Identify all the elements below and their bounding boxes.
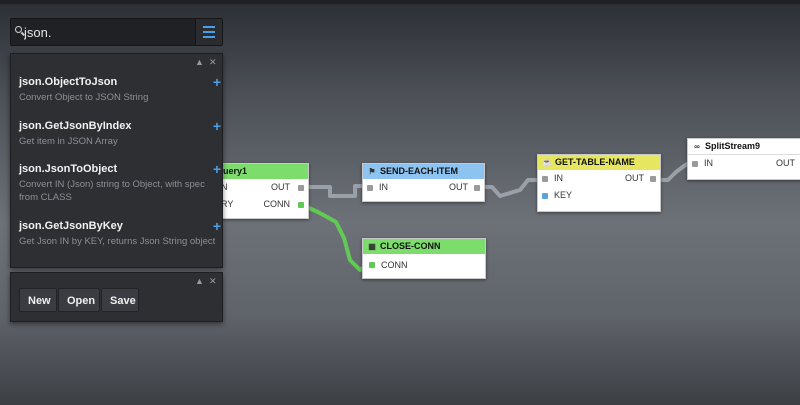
node-query-conn-label: CONN xyxy=(263,199,291,209)
plus-icon[interactable]: + xyxy=(212,74,221,90)
plus-icon[interactable]: + xyxy=(212,218,221,234)
wire-send-each-item-to-get-table-name xyxy=(481,178,541,198)
node-get-table-name-in-port[interactable] xyxy=(542,176,548,182)
save-button[interactable]: Save xyxy=(101,288,139,312)
node-split-stream-header: ∞ SplitStream9 xyxy=(688,139,800,155)
new-button[interactable]: New xyxy=(19,288,57,312)
cup-icon: ☕ xyxy=(542,158,552,167)
table-icon: ▦ xyxy=(368,242,376,251)
function-name: json.ObjectToJson xyxy=(19,76,118,88)
list-item[interactable]: json.GetJsonByKey Get Json IN by KEY, re… xyxy=(19,218,221,248)
menu-button[interactable] xyxy=(195,19,222,45)
node-get-table-name-key-label: KEY xyxy=(554,190,573,200)
node-get-table-name[interactable]: ☕ GET-TABLE-NAME IN OUT KEY xyxy=(537,154,661,212)
node-query-title: uery1 xyxy=(223,166,248,176)
pin-icon[interactable]: ▲ xyxy=(195,276,204,286)
function-list-panel: ▲ ✕ json.ObjectToJson Convert Object to … xyxy=(10,53,223,268)
node-send-each-item-out-label: OUT xyxy=(449,182,468,192)
menu-icon-bar xyxy=(203,36,215,38)
open-button[interactable]: Open xyxy=(58,288,100,312)
node-send-each-item-out-port[interactable] xyxy=(474,185,480,191)
node-query-header: uery1 xyxy=(219,164,308,179)
node-query-in2-label: RY xyxy=(221,199,234,209)
function-name: json.GetJsonByIndex xyxy=(19,120,132,132)
list-item[interactable]: json.GetJsonByIndex Get item in JSON Arr… xyxy=(19,118,221,148)
search-input[interactable] xyxy=(24,22,189,42)
node-send-each-item-in-port[interactable] xyxy=(367,185,373,191)
search-bar xyxy=(10,18,223,46)
node-get-table-name-out-port[interactable] xyxy=(650,176,656,182)
node-query-in-label: N xyxy=(221,182,228,192)
node-close-conn-conn-port[interactable] xyxy=(369,262,375,268)
node-close-conn-header: ▦ CLOSE-CONN xyxy=(363,239,485,254)
node-send-each-item-header: ⚑ SEND-EACH-ITEM xyxy=(363,164,484,179)
node-close-conn[interactable]: ▦ CLOSE-CONN CONN xyxy=(362,238,486,279)
close-icon[interactable]: ✕ xyxy=(209,57,217,67)
node-get-table-name-in-label: IN xyxy=(554,173,563,183)
node-send-each-item-in-label: IN xyxy=(379,182,388,192)
function-description: Get Json IN by KEY, returns Json String … xyxy=(19,236,216,247)
node-close-conn-title: CLOSE-CONN xyxy=(380,241,441,251)
node-split-stream-out-label: OUT xyxy=(776,158,795,168)
node-get-table-name-header: ☕ GET-TABLE-NAME xyxy=(538,155,660,170)
search-icon xyxy=(15,26,22,33)
menu-icon xyxy=(203,26,215,28)
pin-icon[interactable]: ▲ xyxy=(195,57,204,67)
node-split-stream-in-label: IN xyxy=(704,158,713,168)
node-get-table-name-title: GET-TABLE-NAME xyxy=(555,157,635,167)
menu-icon-bar xyxy=(203,31,215,33)
node-send-each-item[interactable]: ⚑ SEND-EACH-ITEM IN OUT xyxy=(362,163,485,202)
link-icon: ∞ xyxy=(694,142,700,151)
plus-icon[interactable]: + xyxy=(212,118,221,134)
node-send-each-item-title: SEND-EACH-ITEM xyxy=(380,166,458,176)
wire-out-to-send-each-item xyxy=(305,184,366,198)
tag-icon: ⚑ xyxy=(368,167,376,176)
function-description: Convert Object to JSON String xyxy=(19,92,149,103)
wire-get-table-name-to-split-stream xyxy=(655,160,692,182)
node-query-out-port[interactable] xyxy=(298,185,304,191)
function-name: json.GetJsonByKey xyxy=(19,220,123,232)
node-get-table-name-out-label: OUT xyxy=(625,173,644,183)
node-close-conn-conn-label: CONN xyxy=(381,260,408,270)
function-name: json.JsonToObject xyxy=(19,163,118,175)
node-split-stream-title: SplitStream9 xyxy=(705,141,761,151)
list-item[interactable]: json.ObjectToJson Convert Object to JSON… xyxy=(19,74,221,104)
node-split-stream-in-port[interactable] xyxy=(692,161,698,167)
node-get-table-name-key-port[interactable] xyxy=(542,193,548,199)
function-description: Convert IN (Json) string to Object, with… xyxy=(19,179,205,203)
node-query-out-label: OUT xyxy=(271,182,290,192)
list-item[interactable]: json.JsonToObject Convert IN (Json) stri… xyxy=(19,161,221,204)
node-query-conn-port[interactable] xyxy=(298,202,304,208)
file-actions-panel: ▲ ✕ New Open Save xyxy=(10,272,223,322)
wire-conn-to-close-conn xyxy=(299,202,370,272)
function-description: Get item in JSON Array xyxy=(19,136,118,147)
close-icon[interactable]: ✕ xyxy=(209,276,217,286)
top-bar xyxy=(0,0,800,4)
node-query[interactable]: uery1 N OUT RY CONN xyxy=(218,163,309,219)
node-split-stream[interactable]: ∞ SplitStream9 IN OUT xyxy=(687,138,800,180)
plus-icon[interactable]: + xyxy=(212,161,221,177)
